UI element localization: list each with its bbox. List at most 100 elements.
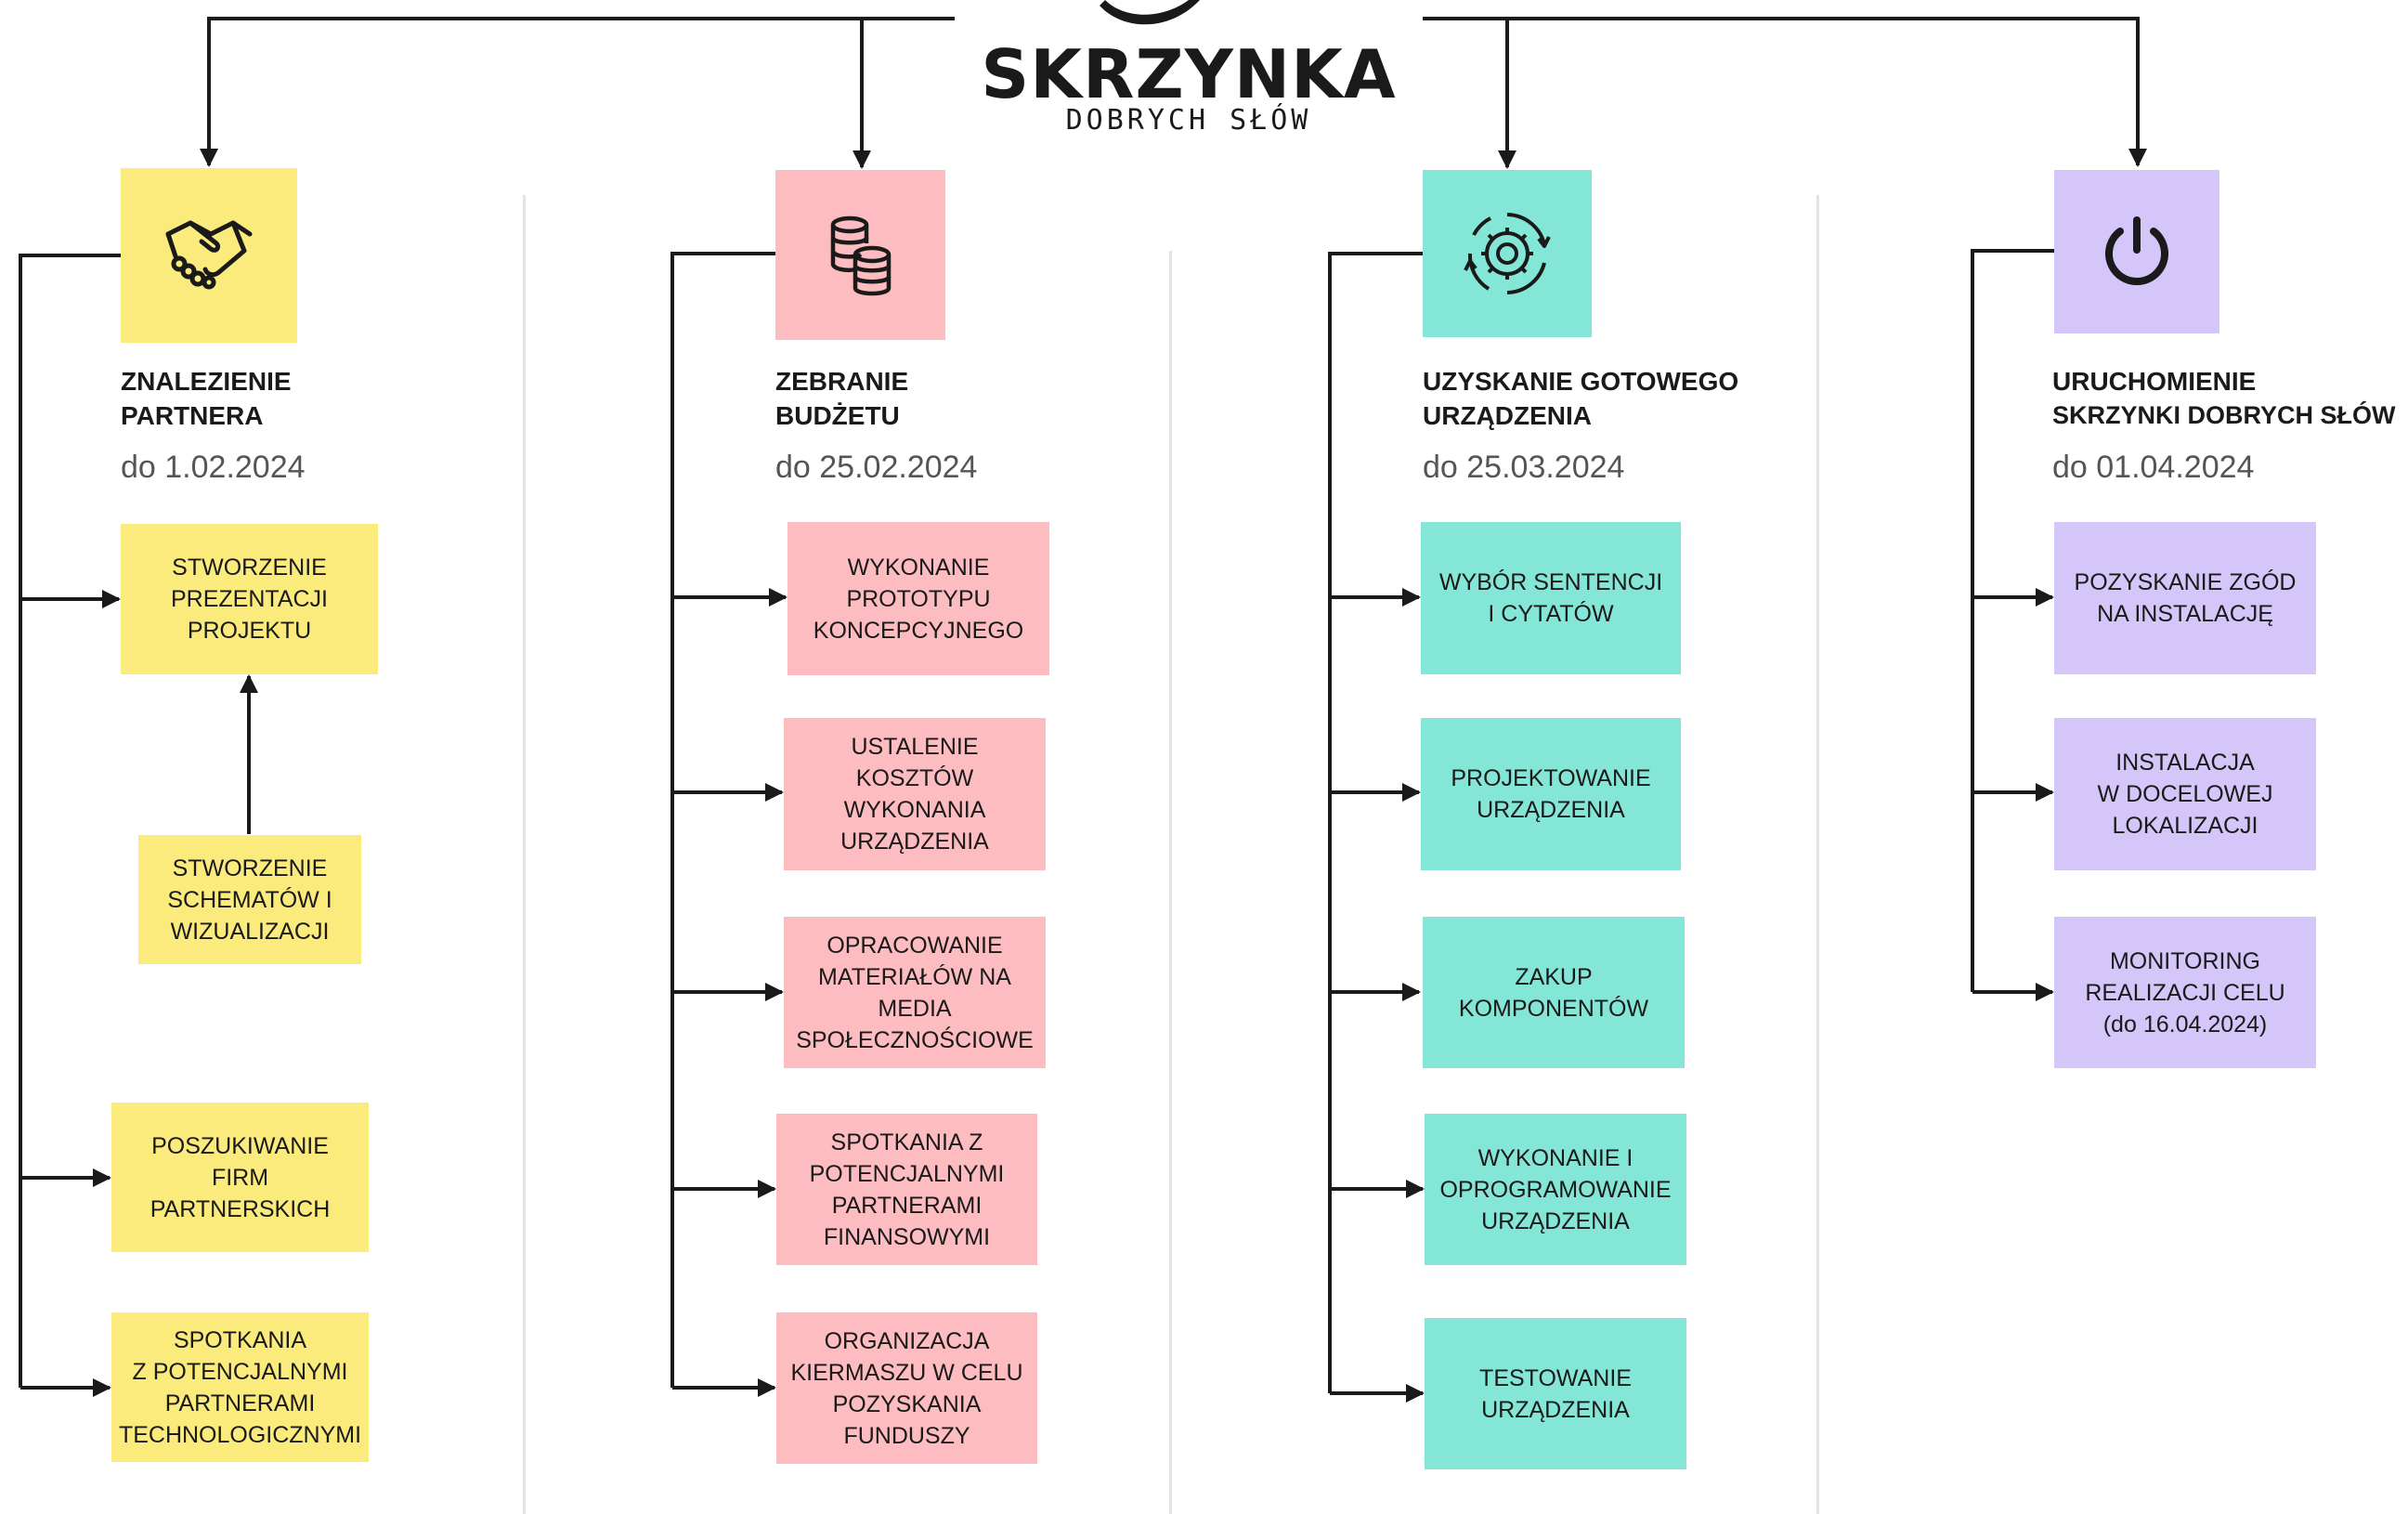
task-line: URZĄDZENIA	[1481, 1207, 1630, 1234]
task-card: WYBÓR SENTENCJI I CYTATÓW	[1421, 522, 1681, 674]
task-line: SPOTKANIA Z	[830, 1129, 983, 1155]
phase-icon-box	[1423, 170, 1592, 337]
logo-subtitle: DOBRYCH SŁÓW	[1065, 104, 1312, 137]
logo: SKRZYNKA DOBRYCH SŁÓW	[957, 0, 1421, 139]
task-card: STWORZENIE PREZENTACJI PROJEKTU	[121, 524, 378, 674]
phase-deadline: do 1.02.2024	[121, 450, 306, 485]
task-line: PROTOTYPU	[846, 585, 991, 612]
task-card: USTALENIE KOSZTÓW WYKONANIA URZĄDZENIA	[784, 718, 1046, 870]
task-line: POSZUKIWANIE	[151, 1132, 329, 1159]
task-line: WYKONANIE	[847, 554, 990, 581]
phase-icon-box	[2054, 170, 2219, 333]
task-card: SPOTKANIA Z POTENCJALNYMI PARTNERAMI FINANS…	[776, 1114, 1037, 1265]
task-line: URZĄDZENIA	[1477, 797, 1625, 823]
task-card: WYKONANIE PROTOTYPU KONCEPCYJNEGO	[787, 522, 1049, 675]
power-icon	[2105, 216, 2168, 285]
task-card: MONITORING REALIZACJI CELU (do 16.04.2024)	[2054, 917, 2316, 1068]
logo-title: SKRZYNKA	[981, 35, 1397, 113]
phase-icon-box	[121, 168, 297, 343]
task-line: URZĄDZENIA	[1481, 1396, 1630, 1423]
phase-deadline: do 01.04.2024	[2052, 450, 2255, 485]
task-line: KIERMASZU W CELU	[790, 1359, 1023, 1386]
task-line: PARTNERAMI	[831, 1192, 983, 1219]
task-card: INSTALACJA W DOCELOWEJ LOKALIZACJI	[2054, 718, 2316, 870]
phase-title-line: PARTNERA	[121, 401, 264, 430]
phase-icon-box	[775, 170, 945, 340]
task-line: KOMPONENTÓW	[1458, 995, 1649, 1022]
task-card: ZAKUP KOMPONENTÓW	[1423, 917, 1685, 1068]
task-line: WYBÓR SENTENCJI	[1438, 569, 1663, 595]
task-line: POTENCJALNYMI	[809, 1160, 1005, 1187]
task-line: PREZENTACJI	[171, 586, 328, 612]
phase-title-line: URZĄDZENIA	[1423, 401, 1592, 430]
task-line: POZYSKANIA	[832, 1390, 982, 1417]
task-line: PROJEKTU	[187, 618, 312, 644]
task-line: REALIZACJI CELU	[2085, 979, 2285, 1006]
task-line: NA INSTALACJĘ	[2097, 601, 2273, 627]
task-line: SPOTKANIA	[173, 1326, 307, 1353]
phase-deadline: do 25.02.2024	[775, 450, 978, 485]
phase-deadline: do 25.03.2024	[1423, 450, 1625, 485]
task-line: SCHEMATÓW I	[167, 886, 332, 913]
task-card: ORGANIZACJA KIERMASZU W CELU POZYSKANIA FUN…	[776, 1312, 1037, 1464]
phase-title-line: ZNALEZIENIE	[121, 367, 292, 396]
task-line: PARTNERAMI	[164, 1390, 316, 1416]
task-card: POZYSKANIE ZGÓD NA INSTALACJĘ	[2054, 522, 2316, 674]
task-line: TESTOWANIE	[1479, 1364, 1632, 1391]
task-line: WYKONANIE I	[1477, 1144, 1634, 1171]
task-line: TECHNOLOGICZNYMI	[118, 1421, 362, 1448]
task-line: FIRM	[211, 1164, 269, 1191]
task-line: KOSZTÓW	[855, 765, 974, 791]
task-line: POZYSKANIE ZGÓD	[2074, 569, 2297, 595]
task-line: W DOCELOWEJ	[2097, 781, 2273, 807]
task-line: URZĄDZENIA	[840, 829, 989, 855]
task-card: SPOTKANIA Z POTENCJALNYMI PARTNERAMI TECHNO…	[111, 1312, 369, 1462]
task-card: OPRACOWANIE MATERIAŁÓW NA MEDIA SPOŁECZNOŚC…	[784, 917, 1046, 1068]
task-line: LOKALIZACJI	[2112, 813, 2258, 839]
task-card: POSZUKIWANIE FIRM PARTNERSKICH	[111, 1103, 369, 1252]
task-line: SPOŁECZNOŚCIOWE	[796, 1026, 1034, 1053]
task-line: ORGANIZACJA	[824, 1327, 990, 1354]
column-divider	[523, 195, 526, 1514]
phase-title-line: ZEBRANIE	[775, 367, 909, 396]
task-line: WIZUALIZACJI	[170, 918, 330, 945]
task-line: FUNDUSZY	[843, 1422, 970, 1449]
task-line: (do 16.04.2024)	[2102, 1011, 2268, 1038]
handshake-icon	[165, 220, 253, 290]
phase-title-line: BUDŻETU	[775, 401, 900, 430]
logo-swoosh-icon	[1100, 0, 1200, 25]
phase-title-line: SKRZYNKI DOBRYCH SŁÓW	[2052, 401, 2396, 429]
task-line: OPROGRAMOWANIE	[1439, 1176, 1672, 1203]
phase-title-line: URUCHOMIENIE	[2052, 367, 2257, 396]
task-line: ZAKUP	[1515, 963, 1593, 990]
task-line: MONITORING	[2109, 947, 2261, 974]
task-line: KONCEPCYJNEGO	[813, 617, 1024, 644]
phase-title: ZEBRANIE BUDŻETU	[775, 364, 1165, 433]
column-divider	[1169, 251, 1172, 1514]
task-card: STWORZENIE SCHEMATÓW I WIZUALIZACJI	[138, 835, 361, 964]
task-line: USTALENIE	[851, 734, 979, 760]
task-line: PARTNERSKICH	[150, 1195, 331, 1222]
gear-cycle-icon	[1464, 213, 1551, 294]
task-line: FINANSOWYMI	[823, 1223, 991, 1250]
task-card: PROJEKTOWANIE URZĄDZENIA	[1421, 718, 1681, 870]
task-line: Z POTENCJALNYMI	[132, 1358, 348, 1385]
task-card: TESTOWANIE URZĄDZENIA	[1425, 1318, 1686, 1469]
task-line: OPRACOWANIE	[827, 932, 1003, 959]
task-line: WYKONANIA	[843, 797, 986, 823]
task-line: PROJEKTOWANIE	[1451, 765, 1651, 791]
column-divider	[1816, 195, 1819, 1514]
task-line: STWORZENIE	[172, 855, 328, 881]
task-line: STWORZENIE	[172, 555, 327, 581]
coins-icon	[830, 215, 891, 295]
task-line: MATERIAŁÓW NA	[818, 963, 1011, 990]
task-line: INSTALACJA	[2115, 750, 2255, 776]
task-card: WYKONANIE I OPROGRAMOWANIE URZĄDZENIA	[1425, 1114, 1686, 1265]
phase-title: URUCHOMIENIE SKRZYNKI DOBRYCH SŁÓW	[2052, 364, 2408, 433]
phase-title: UZYSKANIE GOTOWEGO URZĄDZENIA	[1423, 364, 1813, 433]
task-line: MEDIA	[878, 995, 952, 1022]
task-line: I CYTATÓW	[1488, 601, 1614, 627]
phase-title-line: UZYSKANIE GOTOWEGO	[1423, 367, 1739, 396]
phase-title: ZNALEZIENIE PARTNERA	[121, 364, 511, 433]
